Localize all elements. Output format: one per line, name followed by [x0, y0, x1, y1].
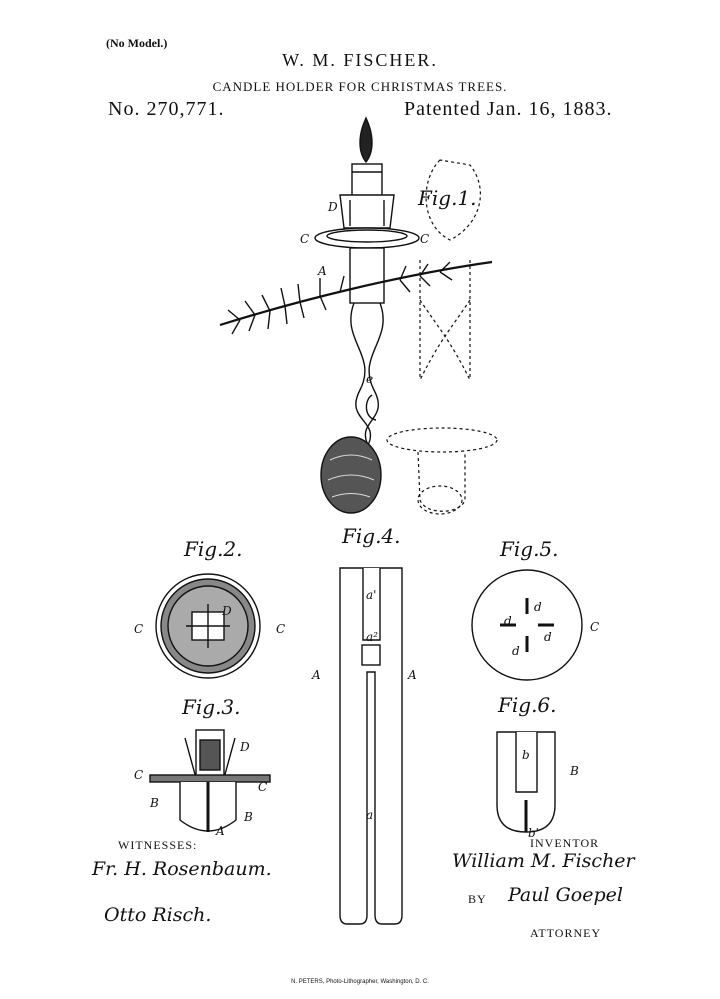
fig5-label: Fig.5. — [500, 537, 559, 561]
ref-letter-a2: a² — [366, 630, 378, 644]
fig4-label: Fig.4. — [342, 524, 401, 548]
patent-title: CANDLE HOLDER FOR CHRISTMAS TREES. — [212, 79, 508, 94]
ref-letter-c: C — [258, 780, 268, 794]
ref-letter-a: A — [408, 668, 417, 682]
ref-letter-d: D — [222, 604, 232, 618]
ref-letter-b-small: b — [522, 748, 530, 762]
witnesses-label: WITNESSES: — [118, 838, 198, 852]
ref-letter-e: e — [366, 372, 374, 386]
inventor-signature: William M. Fischer — [452, 850, 635, 872]
ref-letter-b: B — [150, 796, 159, 810]
fig2-drawing — [155, 573, 261, 679]
ref-letter-c: C — [420, 232, 430, 246]
fig5-drawing — [471, 569, 583, 681]
ref-letter-a-small: a — [366, 808, 374, 822]
ref-letter-c: C — [300, 232, 310, 246]
ref-letter-c: C — [590, 620, 600, 634]
fig1-drawing — [219, 116, 498, 515]
patent-date: Patented Jan. 16, 1883. — [404, 98, 613, 120]
fig3-label: Fig.3. — [182, 695, 241, 719]
ref-letter-b: B — [570, 764, 579, 778]
fig2-label: Fig.2. — [184, 537, 243, 561]
ref-letter-a: A — [216, 824, 225, 838]
ref-letter-d: d — [544, 630, 552, 644]
ref-letter-d: D — [328, 200, 338, 214]
ref-letter-b1: b' — [528, 826, 539, 840]
ref-letter-a1: a' — [366, 588, 377, 602]
ref-letter-d: d — [504, 614, 512, 628]
ref-letter-a: A — [312, 668, 321, 682]
no-model-note: (No Model.) — [106, 36, 168, 50]
ref-letter-d: d — [512, 644, 520, 658]
attorney-label: ATTORNEY — [530, 926, 602, 940]
inventor-name-heading: W. M. FISCHER. — [282, 50, 438, 70]
fig4-drawing — [339, 567, 403, 925]
ref-letter-d: d — [534, 600, 542, 614]
ref-letter-c: C — [276, 622, 286, 636]
patent-number: No. 270,771. — [108, 98, 225, 120]
ref-letter-b: B — [244, 810, 253, 824]
witness2-signature: Otto Risch. — [104, 904, 212, 926]
ref-letter-d: D — [240, 740, 250, 754]
attorney-signature: Paul Goepel — [508, 884, 623, 906]
ref-letter-c: C — [134, 768, 144, 782]
fig6-label: Fig.6. — [498, 693, 557, 717]
ref-letter-c: C — [134, 622, 144, 636]
witness1-signature: Fr. H. Rosenbaum. — [92, 858, 272, 880]
fig1-label: Fig.1. — [418, 186, 477, 210]
fig3-drawing — [149, 729, 271, 832]
printer-footer: N. PETERS, Photo-Lithographer, Washingto… — [291, 979, 429, 985]
ref-letter-a: A — [318, 264, 327, 278]
by-label: BY — [468, 892, 487, 906]
fig6-drawing — [496, 731, 556, 833]
inventor-label: INVENTOR — [530, 836, 600, 850]
